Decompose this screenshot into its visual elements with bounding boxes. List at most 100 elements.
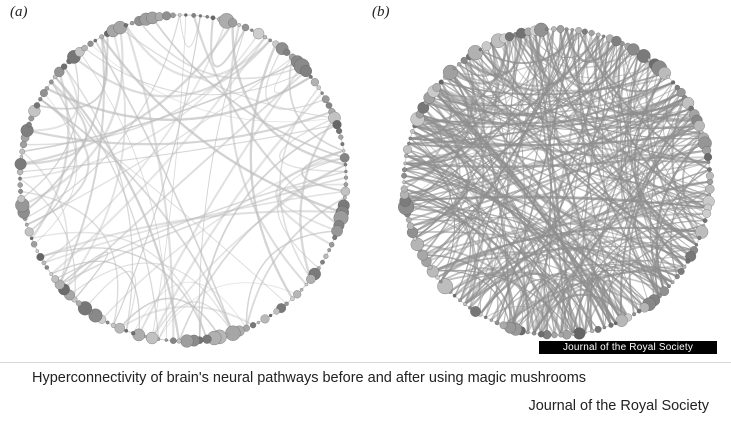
brain-region-node — [343, 175, 349, 180]
brain-region-node — [205, 15, 209, 19]
connection-edge — [559, 28, 611, 93]
connection-edge — [22, 61, 298, 153]
brain-region-node — [484, 315, 488, 320]
connection-edge — [560, 288, 586, 335]
brain-region-node — [19, 140, 28, 149]
connection-edge — [124, 24, 272, 79]
brain-region-node — [184, 13, 188, 17]
brain-region-node — [225, 325, 241, 341]
connection-edge — [463, 59, 695, 116]
connection-edge — [192, 15, 340, 227]
brain-region-node — [29, 236, 34, 241]
brain-region-node — [406, 222, 415, 230]
figure-caption: Hyperconnectivity of brain's neural path… — [32, 370, 587, 386]
connection-edge — [463, 33, 523, 77]
brain-region-node — [273, 308, 280, 315]
brain-region-node — [647, 58, 651, 62]
brain-region-node — [499, 321, 508, 330]
brain-region-node — [438, 79, 444, 85]
brain-region-node — [342, 149, 346, 153]
connection-edge — [408, 81, 674, 145]
edge-group — [19, 14, 347, 342]
brain-region-node — [17, 195, 26, 203]
brain-region-node — [93, 38, 98, 43]
brain-region-node — [283, 48, 291, 56]
connection-edge — [19, 178, 76, 300]
brain-region-node — [417, 249, 429, 261]
connection-edge — [59, 176, 347, 286]
panel-b-label: (b) — [372, 4, 390, 20]
brain-region-node — [707, 167, 712, 172]
connection-edge — [198, 123, 338, 341]
connection-edge — [39, 98, 234, 334]
brain-region-node — [48, 79, 54, 85]
brain-region-node — [123, 23, 129, 28]
brain-region-node — [113, 20, 127, 35]
brain-region-node — [694, 243, 699, 247]
connection-edge — [565, 29, 686, 268]
brain-region-node — [619, 41, 625, 47]
connection-edge — [646, 137, 704, 239]
brain-region-node — [468, 306, 472, 310]
brain-region-node — [432, 83, 442, 92]
brain-region-node — [316, 85, 321, 90]
brain-region-node — [556, 25, 565, 33]
brain-region-node — [36, 253, 45, 261]
brain-region-node — [176, 338, 182, 344]
connection-edge — [63, 70, 307, 291]
brain-region-node — [329, 242, 335, 248]
brain-region-node — [458, 298, 462, 303]
connection-edge — [231, 22, 346, 166]
brain-region-node — [323, 253, 329, 259]
brain-region-node — [343, 162, 348, 167]
brain-region-node — [702, 218, 708, 223]
brain-region-node — [145, 331, 159, 345]
connection-edge — [210, 17, 247, 68]
brain-region-node — [250, 28, 254, 32]
connection-edge — [414, 30, 580, 240]
connection-edge — [275, 156, 345, 246]
brain-region-node — [263, 35, 268, 40]
connection-edge — [559, 28, 629, 86]
brain-region-node — [575, 27, 583, 34]
connection-edge — [440, 81, 542, 335]
connection-edge — [440, 271, 645, 309]
connection-edge — [277, 157, 345, 269]
brain-region-node — [241, 23, 250, 32]
connection-edge — [440, 28, 555, 282]
connection-edge — [509, 40, 618, 329]
connection-edge — [532, 97, 686, 334]
panel-a-label: (a) — [10, 4, 28, 20]
brain-region-node — [320, 259, 325, 265]
brain-region-node — [639, 302, 650, 313]
connection-edge — [464, 131, 702, 305]
brain-region-node — [33, 102, 41, 109]
brain-region-node — [327, 248, 332, 252]
connection-edge — [428, 71, 478, 117]
brain-region-node — [615, 314, 628, 327]
brain-region-node — [130, 20, 135, 26]
connection-edge — [27, 66, 79, 132]
brain-region-node — [571, 332, 575, 336]
brain-region-node — [467, 45, 483, 61]
brain-region-node — [707, 160, 711, 164]
brain-region-node — [682, 264, 687, 269]
connection-edge — [73, 39, 272, 98]
brain-region-node — [627, 43, 640, 56]
connection-edge — [546, 29, 695, 251]
connection-edge — [468, 37, 611, 87]
connection-edge — [450, 31, 586, 76]
connection-edge — [436, 86, 692, 131]
connection-edge — [24, 14, 181, 220]
brain-region-node — [18, 176, 22, 181]
brain-region-node — [293, 290, 302, 299]
brain-region-node — [19, 155, 24, 159]
brain-region-node — [611, 35, 622, 47]
brain-region-node — [452, 66, 457, 71]
connection-edge — [412, 130, 670, 288]
connection-edge — [432, 90, 606, 328]
connection-edge — [288, 57, 344, 152]
brain-region-node — [551, 331, 558, 339]
brain-region-node — [671, 80, 676, 85]
